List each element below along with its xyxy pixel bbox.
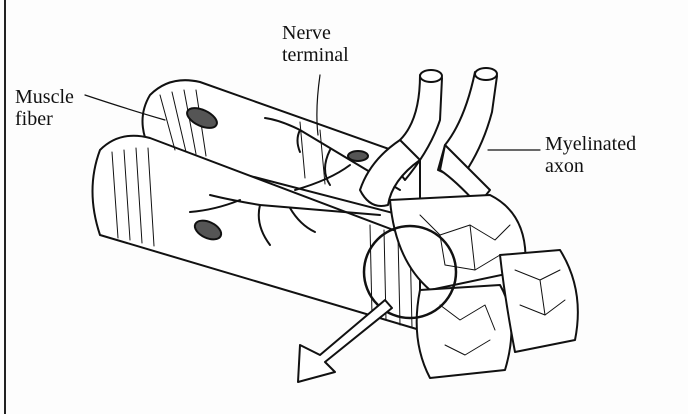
page-edge-rule <box>4 0 6 414</box>
myelinated-axon-label-line2: axon <box>545 155 584 177</box>
fiber-cell-mesh <box>419 214 566 356</box>
myelinated-axon-label-line1: Myelinated <box>545 133 637 155</box>
lower-nucleus <box>193 219 223 241</box>
nerve-terminal-label-line1: Nerve <box>282 22 331 44</box>
upper-nucleus <box>186 107 218 129</box>
myelinated-axons <box>359 67 498 207</box>
nerve-terminal-label-line2: terminal <box>282 44 349 66</box>
magnification-arrow <box>297 299 393 383</box>
muscle-fiber-label: Muscle fiber <box>15 86 74 130</box>
lower-muscle-fiber <box>91 134 421 331</box>
magnification-circle <box>362 224 458 320</box>
fiber-cross-sections <box>389 194 579 379</box>
terminal-nucleus <box>347 150 369 162</box>
nerve-terminal-label: Nerve terminal <box>282 22 349 66</box>
nerve-terminal-leader <box>316 74 321 136</box>
muscle-fiber-label-line2: fiber <box>15 108 53 130</box>
muscle-fiber-leader <box>84 94 166 121</box>
myelinated-axon-label: Myelinated axon <box>545 133 636 177</box>
muscle-fiber-label-line1: Muscle <box>15 86 74 108</box>
